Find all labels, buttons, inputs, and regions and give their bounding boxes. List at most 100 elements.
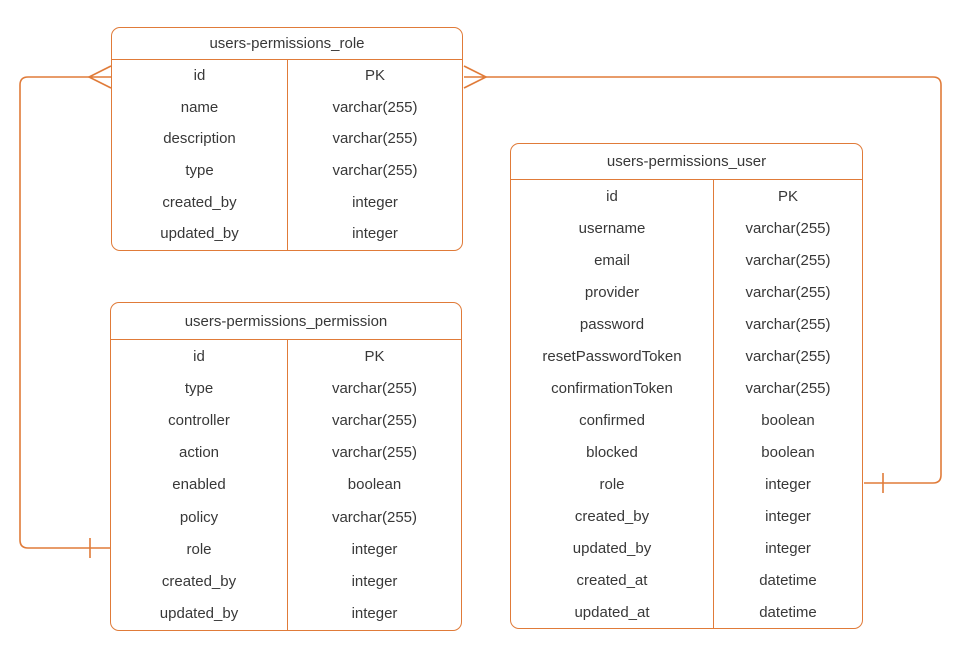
field-type-cell: integer <box>713 500 862 532</box>
field-type-cell: varchar(255) <box>713 276 862 308</box>
crowsfoot-many-icon <box>87 65 112 89</box>
connector-line <box>19 76 110 549</box>
field-type-cell: varchar(255) <box>713 372 862 404</box>
field-type-cell: varchar(255) <box>287 123 462 155</box>
field-name-cell: blocked <box>586 443 638 461</box>
table-row: created_by integer <box>111 565 461 598</box>
table-row: created_by integer <box>511 500 862 532</box>
field-name-cell: role <box>186 540 212 558</box>
field-type-cell: integer <box>287 565 461 598</box>
field-name-cell: type <box>184 379 214 397</box>
table-row: type varchar(255) <box>111 372 461 405</box>
field-name-cell: created_by <box>574 507 650 525</box>
field-type-cell: varchar(255) <box>713 244 862 276</box>
table-row: id PK <box>111 340 461 373</box>
field-type-cell: datetime <box>713 564 862 596</box>
table-row: created_by integer <box>112 186 462 218</box>
table-row: role integer <box>111 533 461 566</box>
field-type-cell: varchar(255) <box>287 372 461 405</box>
table-row: id PK <box>112 60 462 92</box>
field-name-cell: controller <box>168 411 230 429</box>
table-row: role integer <box>511 468 862 500</box>
field-name-cell: enabled <box>172 476 226 494</box>
table-row: email varchar(255) <box>511 244 862 276</box>
table-row: id PK <box>511 180 862 212</box>
field-type-cell: varchar(255) <box>713 340 862 372</box>
field-name-cell: email <box>594 251 630 269</box>
field-name-cell: confirmationToken <box>551 379 673 397</box>
table-row: controller varchar(255) <box>111 404 461 437</box>
table-fields: id PK name varchar(255) description varchar(2… <box>112 60 462 250</box>
table-users-permissions-role: users-permissions_role id PK name varchar(2… <box>111 27 463 251</box>
table-row: provider varchar(255) <box>511 276 862 308</box>
table-row: enabled boolean <box>111 468 461 501</box>
field-name-cell: updated_by <box>159 605 239 623</box>
field-name-cell: id <box>193 67 206 85</box>
field-type-cell: varchar(255) <box>287 91 462 124</box>
field-name-cell: resetPasswordToken <box>542 347 682 365</box>
field-type-cell: boolean <box>713 436 862 468</box>
table-row: confirmationToken varchar(255) <box>511 372 862 404</box>
table-row: confirmed boolean <box>511 404 862 436</box>
relationship-role-permission <box>19 65 112 558</box>
field-name-cell: username <box>578 219 646 237</box>
field-type-cell: integer <box>713 532 862 564</box>
table-row: description varchar(255) <box>112 123 462 155</box>
field-name-cell: description <box>163 130 236 148</box>
field-type-cell: varchar(255) <box>287 500 461 534</box>
relationship-role-user <box>463 65 942 493</box>
field-type-cell: varchar(255) <box>713 212 862 244</box>
field-name-cell: password <box>579 315 645 333</box>
connector-line <box>486 76 942 484</box>
field-name-cell: role <box>599 475 625 493</box>
field-type-cell: boolean <box>287 468 461 501</box>
table-fields: id PK username varchar(255) email varchar(255… <box>511 180 862 628</box>
field-name-cell: id <box>606 187 618 205</box>
table-users-permissions-user: users-permissions_user id PK username varch… <box>510 143 863 629</box>
field-type-cell: integer <box>287 597 461 630</box>
field-type-cell: PK <box>287 60 462 92</box>
field-name-cell: name <box>180 98 219 116</box>
table-row: blocked boolean <box>511 436 862 468</box>
table-row: type varchar(255) <box>112 154 462 187</box>
field-name-cell: created_by <box>162 193 237 211</box>
field-name-cell: updated_at <box>574 603 650 621</box>
field-type-cell: integer <box>287 186 462 218</box>
table-title: users-permissions_user <box>511 144 862 180</box>
field-name-cell: updated_by <box>160 225 239 243</box>
field-name-cell: provider <box>584 283 640 301</box>
field-type-cell: varchar(255) <box>287 404 461 437</box>
field-type-cell: PK <box>713 180 862 212</box>
field-type-cell: integer <box>287 217 462 250</box>
field-type-cell: integer <box>287 533 461 566</box>
table-row: resetPasswordToken varchar(255) <box>511 340 862 372</box>
field-name-cell: action <box>178 444 220 462</box>
table-row: updated_at datetime <box>511 596 862 628</box>
table-row: action varchar(255) <box>111 436 461 469</box>
table-row: name varchar(255) <box>112 91 462 124</box>
field-type-cell: varchar(255) <box>287 154 462 187</box>
field-name-cell: created_by <box>161 572 237 590</box>
table-title: users-permissions_role <box>112 28 462 60</box>
table-row: updated_by integer <box>511 532 862 564</box>
field-type-cell: datetime <box>713 596 862 628</box>
table-row: updated_by integer <box>112 217 462 250</box>
table-row: updated_by integer <box>111 597 461 630</box>
field-type-cell: varchar(255) <box>287 436 461 469</box>
table-title: users-permissions_permission <box>111 303 461 340</box>
field-type-cell: integer <box>713 468 862 500</box>
field-name-cell: confirmed <box>579 411 645 429</box>
crowsfoot-many-icon <box>463 65 488 89</box>
field-type-cell: boolean <box>713 404 862 436</box>
table-users-permissions-permission: users-permissions_permission id PK type var… <box>110 302 462 631</box>
table-row: username varchar(255) <box>511 212 862 244</box>
field-name-cell: updated_by <box>572 539 652 557</box>
field-type-cell: varchar(255) <box>713 308 862 340</box>
field-name-cell: id <box>193 347 205 365</box>
field-type-cell: PK <box>287 340 461 373</box>
table-row: password varchar(255) <box>511 308 862 340</box>
field-name-cell: type <box>185 162 214 180</box>
